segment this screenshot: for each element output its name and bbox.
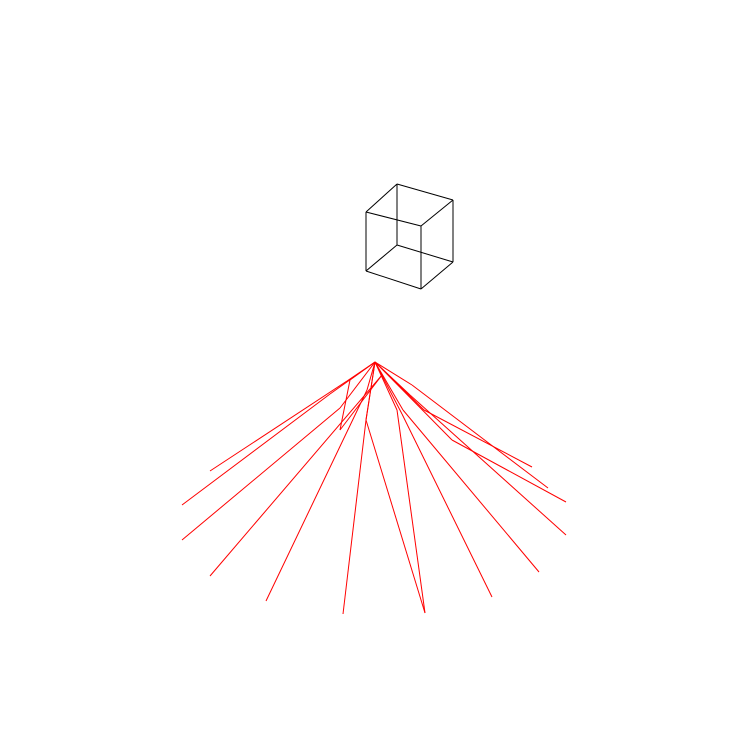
fan-spoke <box>342 419 367 615</box>
fan-spoke <box>339 361 376 409</box>
fan-spoke <box>409 394 567 536</box>
fan-spoke <box>374 361 404 411</box>
fan-spoke <box>423 409 533 468</box>
fan-spoke <box>402 409 540 573</box>
cube-edge <box>420 261 454 290</box>
fan-spoke <box>374 361 413 386</box>
fan-spoke <box>181 407 341 541</box>
wireframe-cube <box>365 183 454 290</box>
red-line-fan <box>181 361 567 615</box>
cube-edge <box>365 211 422 227</box>
cube-edge <box>365 270 422 290</box>
fan-spoke <box>365 361 376 421</box>
fan-spoke <box>209 380 348 472</box>
fan-spoke <box>209 374 383 577</box>
fan-spoke <box>366 361 376 391</box>
cube-edge <box>365 183 398 213</box>
fan-spoke <box>411 384 549 489</box>
fan-spoke <box>349 361 376 381</box>
fan-spoke <box>374 361 425 411</box>
fan-spoke <box>365 419 426 614</box>
cube-edge <box>396 244 454 263</box>
fan-spoke <box>181 393 331 506</box>
fan-spoke <box>265 389 368 602</box>
cube-edge <box>420 199 454 227</box>
cube-edge <box>396 183 454 201</box>
fan-spoke <box>396 409 426 614</box>
cube-edge <box>365 244 398 272</box>
fan-spoke <box>401 413 493 598</box>
fan-spoke <box>451 439 567 503</box>
